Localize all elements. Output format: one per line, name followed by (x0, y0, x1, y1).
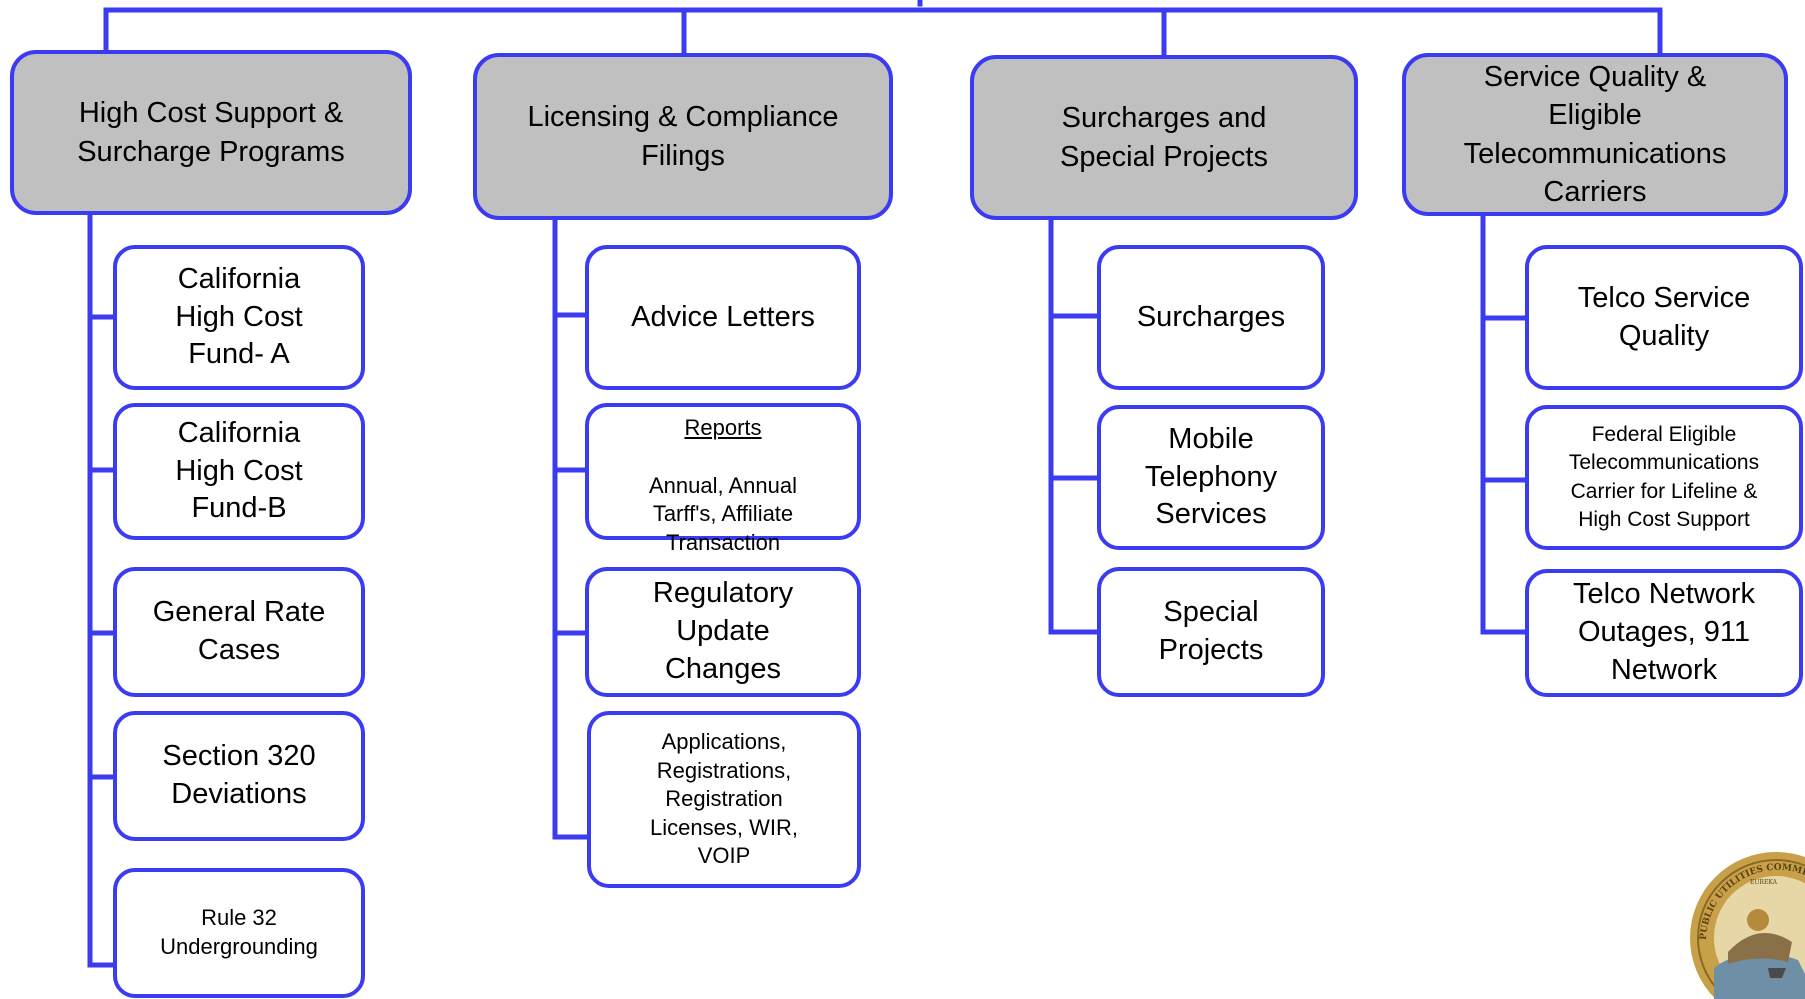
item-chcf-a: California High Cost Fund- A (113, 245, 365, 390)
item-label: Telco Network Outages, 911 Network (1572, 578, 1756, 686)
item-advice-letters: Advice Letters (585, 245, 861, 390)
item-label: Rule 32 Undergrounding (160, 905, 318, 959)
item-regulatory-update: Regulatory Update Changes (585, 567, 861, 697)
header-label: Licensing & Compliance Filings (527, 101, 839, 172)
header-label: High Cost Support & Surcharge Programs (77, 97, 345, 168)
item-label: Mobile Telephony Services (1144, 422, 1278, 531)
item-network-outages: Telco Network Outages, 911 Network (1525, 569, 1803, 697)
item-label: Surcharges (1136, 300, 1286, 333)
reports-content: Reports Annual, Annual Tarff's, Affiliat… (641, 386, 805, 558)
item-applications: Applications, Registrations, Registratio… (587, 711, 861, 888)
item-chcf-b: California High Cost Fund-B (113, 403, 365, 540)
item-label: Section 320 Deviations (162, 740, 316, 810)
item-special-projects: Special Projects (1097, 567, 1325, 697)
header-service-quality: Service Quality & Eligible Telecommunica… (1402, 53, 1788, 216)
header-high-cost-support: High Cost Support & Surcharge Programs (10, 50, 412, 215)
item-label: Regulatory Update Changes (652, 577, 794, 685)
header-label: Service Quality & Eligible Telecommunica… (1463, 60, 1727, 208)
item-label: Telco Service Quality (1577, 281, 1751, 352)
header-licensing-compliance: Licensing & Compliance Filings (473, 53, 893, 220)
item-reports: Reports Annual, Annual Tarff's, Affiliat… (585, 403, 861, 555)
item-label: Federal Eligible Telecommunications Carr… (1568, 422, 1760, 531)
reports-title: Reports (684, 415, 762, 441)
item-label: California High Cost Fund-B (175, 416, 303, 525)
item-label: Special Projects (1158, 596, 1264, 666)
item-general-rate-cases: General Rate Cases (113, 567, 365, 697)
item-telco-service-quality: Telco Service Quality (1525, 245, 1803, 390)
reports-body: Annual, Annual Tarff's, Affiliate Transa… (648, 472, 798, 555)
item-rule-32: Rule 32 Undergrounding (113, 868, 365, 998)
header-label: Surcharges and Special Projects (1060, 102, 1268, 173)
header-surcharges-special-projects: Surcharges and Special Projects (970, 55, 1358, 220)
item-label: Advice Letters (631, 300, 815, 333)
item-label: California High Cost Fund- A (175, 262, 303, 371)
item-surcharges: Surcharges (1097, 245, 1325, 390)
seal-motto: EUREKA (1750, 879, 1778, 886)
item-federal-etc: Federal Eligible Telecommunications Carr… (1525, 405, 1803, 550)
item-mobile-telephony: Mobile Telephony Services (1097, 405, 1325, 550)
item-label: Applications, Registrations, Registratio… (650, 729, 798, 869)
item-section-320: Section 320 Deviations (113, 711, 365, 841)
item-label: General Rate Cases (152, 596, 326, 666)
state-seal-icon: PUBLIC UTILITIES COMMISSION EUREKA (1688, 850, 1805, 999)
